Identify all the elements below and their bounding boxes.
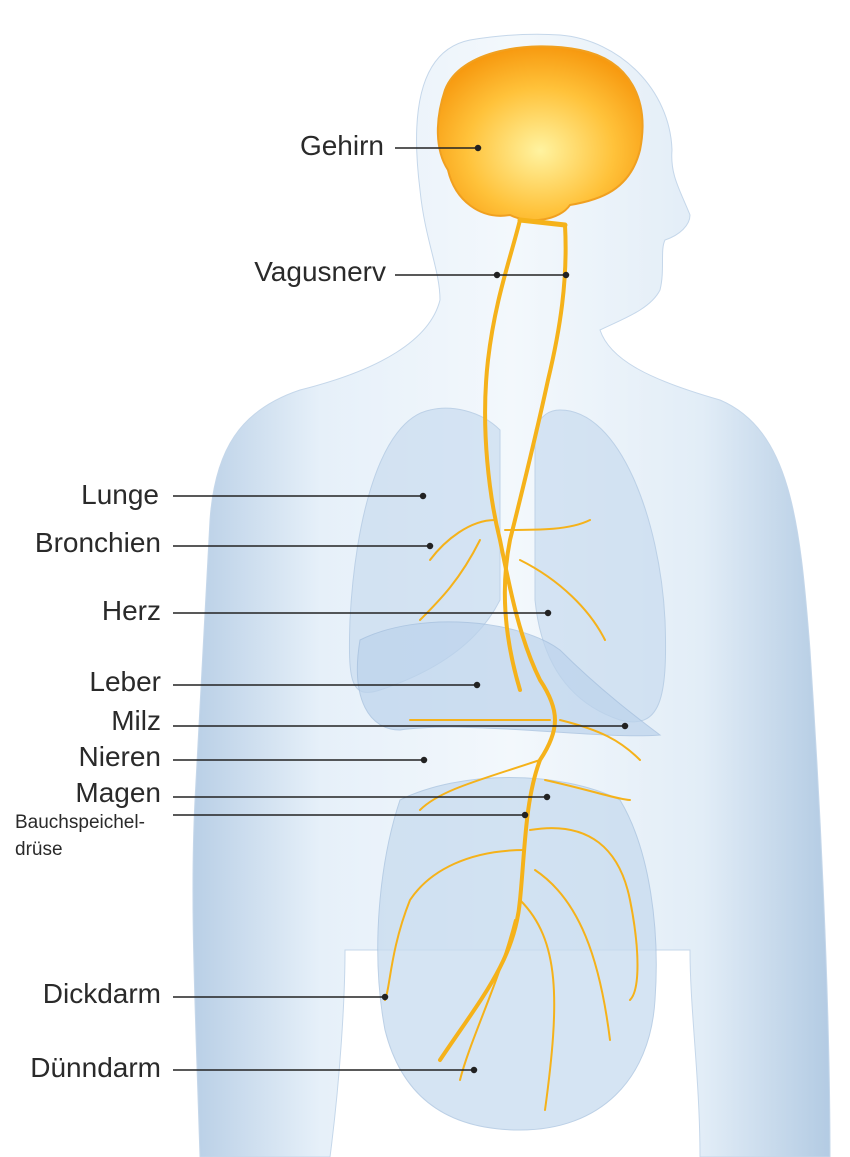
vagus-nerve	[384, 217, 641, 1111]
label-vagusnerv: Vagusnerv	[254, 256, 386, 287]
label-bronchien: Bronchien	[34, 527, 161, 558]
label-leber: Leber	[89, 666, 161, 697]
label-gehirn: Gehirn	[299, 130, 384, 161]
label-bauchspeicheldruese-line1: Bauchspeichel-	[15, 812, 145, 833]
label-leader-lines	[173, 144, 629, 1074]
label-dickdarm: Dickdarm	[42, 978, 161, 1009]
label-milz: Milz	[111, 705, 161, 736]
label-nieren: Nieren	[78, 741, 161, 772]
label-bauchspeicheldruese-line2: drüse	[15, 838, 63, 860]
label-magen: Magen	[75, 777, 161, 808]
label-herz: Herz	[101, 595, 161, 626]
label-bauchspeicheldruese: Bauchspeichel- drüse	[15, 810, 145, 863]
brain	[436, 45, 644, 222]
intestines	[377, 777, 657, 1131]
label-lunge: Lunge	[81, 479, 159, 510]
label-duenndarm: Dünndarm	[30, 1052, 161, 1083]
